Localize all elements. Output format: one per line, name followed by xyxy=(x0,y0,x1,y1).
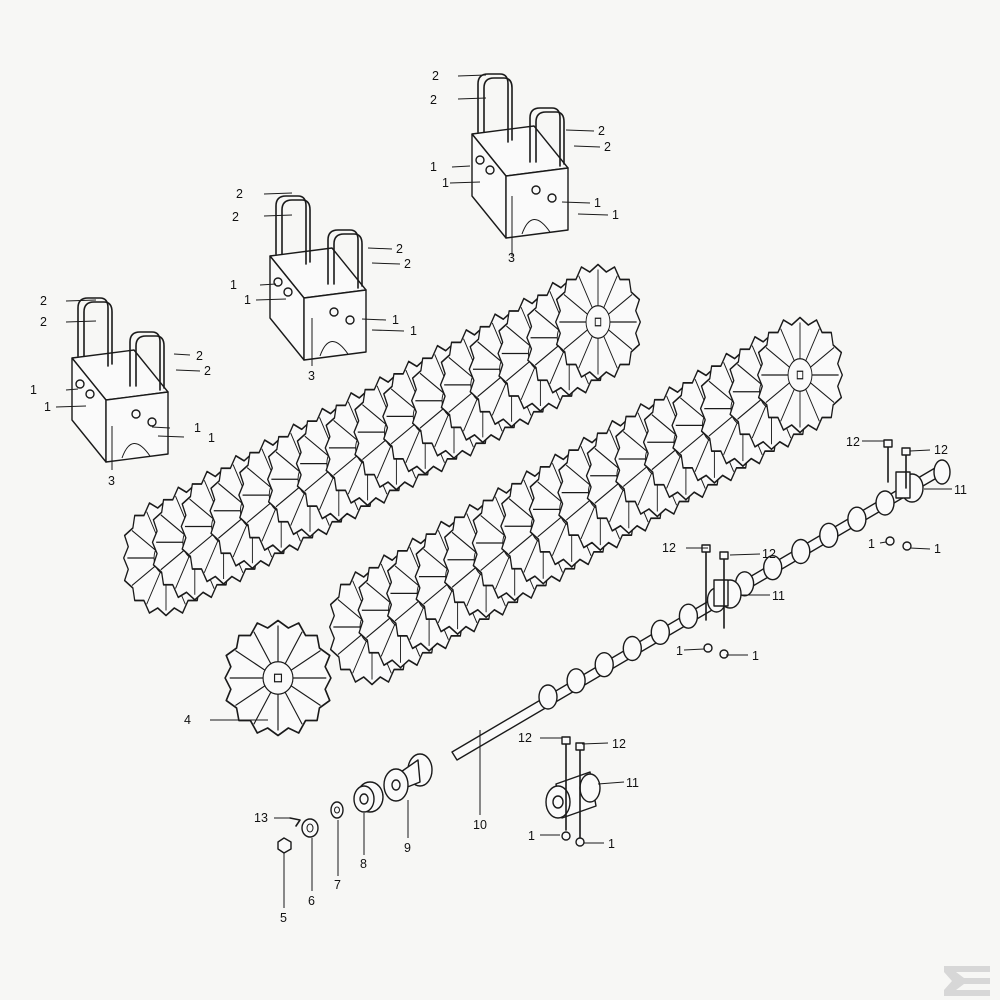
label-1: 1 xyxy=(410,324,417,338)
label-1: 1 xyxy=(230,278,237,292)
label-1: 1 xyxy=(612,208,619,222)
label-1: 1 xyxy=(392,313,399,327)
shaft-hub xyxy=(875,490,895,516)
label-2: 2 xyxy=(598,124,605,138)
label-11: 11 xyxy=(772,589,785,603)
flat-washer xyxy=(330,801,344,819)
label-12: 12 xyxy=(662,541,676,555)
label-1: 1 xyxy=(594,196,601,210)
label-7: 7 xyxy=(334,878,341,892)
shaft-hub xyxy=(538,684,558,710)
callout-labels: 2 2 2 2 1 1 1 1 3 2 2 2 2 1 1 1 1 3 2 2 … xyxy=(30,69,967,925)
label-2: 2 xyxy=(40,294,47,308)
label-12: 12 xyxy=(762,547,776,561)
label-1: 1 xyxy=(676,644,683,658)
shaft-hub xyxy=(650,619,670,645)
label-4: 4 xyxy=(184,713,191,727)
cotter-pin xyxy=(289,817,301,827)
bearing xyxy=(353,781,384,813)
brand-logo-mark xyxy=(944,966,990,996)
label-12: 12 xyxy=(612,737,626,751)
label-2: 2 xyxy=(396,242,403,256)
shaft-hub xyxy=(847,506,867,532)
label-12: 12 xyxy=(934,443,948,457)
label-2: 2 xyxy=(430,93,437,107)
label-2: 2 xyxy=(404,257,411,271)
label-2: 2 xyxy=(196,349,203,363)
shaft-hub xyxy=(763,555,783,581)
spacer-hub xyxy=(383,753,433,802)
shaft xyxy=(451,459,951,761)
label-1: 1 xyxy=(442,176,449,190)
label-10: 10 xyxy=(473,818,487,832)
label-1: 1 xyxy=(44,400,51,414)
end-nut xyxy=(277,837,292,854)
lock-washer xyxy=(301,818,319,838)
label-1: 1 xyxy=(430,160,437,174)
label-8: 8 xyxy=(360,857,367,871)
bearing-bracket-left xyxy=(71,297,169,463)
label-3: 3 xyxy=(108,474,115,488)
label-2: 2 xyxy=(236,187,243,201)
shaft-hub xyxy=(791,538,811,565)
label-2: 2 xyxy=(40,315,47,329)
label-2: 2 xyxy=(604,140,611,154)
label-1: 1 xyxy=(608,837,615,851)
label-1: 1 xyxy=(244,293,251,307)
shaft-hub xyxy=(566,668,586,694)
label-1: 1 xyxy=(752,649,759,663)
label-11: 11 xyxy=(954,483,967,497)
label-1: 1 xyxy=(194,421,201,435)
label-1: 1 xyxy=(868,537,875,551)
label-1: 1 xyxy=(528,829,535,843)
shaft-hub xyxy=(819,522,839,548)
label-1: 1 xyxy=(208,431,215,445)
shaft-hub xyxy=(594,652,614,678)
leader-lines xyxy=(55,74,952,908)
bearing-block-loose xyxy=(545,736,601,847)
label-12: 12 xyxy=(518,731,532,745)
star-wheel xyxy=(756,316,844,434)
label-2: 2 xyxy=(204,364,211,378)
bearing-bracket-middle xyxy=(269,195,367,361)
star-wheel-single xyxy=(224,619,332,737)
label-3: 3 xyxy=(508,251,515,265)
label-1: 1 xyxy=(934,542,941,556)
label-5: 5 xyxy=(280,911,287,925)
star-wheel xyxy=(554,263,642,381)
label-13: 13 xyxy=(254,811,268,825)
shaft-hub xyxy=(678,603,699,629)
label-2: 2 xyxy=(232,210,239,224)
label-6: 6 xyxy=(308,894,315,908)
label-11: 11 xyxy=(626,776,639,790)
bearing-bracket-right xyxy=(471,73,569,239)
shaft-hub xyxy=(622,635,642,662)
label-3: 3 xyxy=(308,369,315,383)
bearing-block-upper xyxy=(883,439,924,551)
label-9: 9 xyxy=(404,841,411,855)
bearing-block-middle xyxy=(701,544,742,659)
label-2: 2 xyxy=(432,69,439,83)
label-1: 1 xyxy=(30,383,37,397)
label-12: 12 xyxy=(846,435,860,449)
